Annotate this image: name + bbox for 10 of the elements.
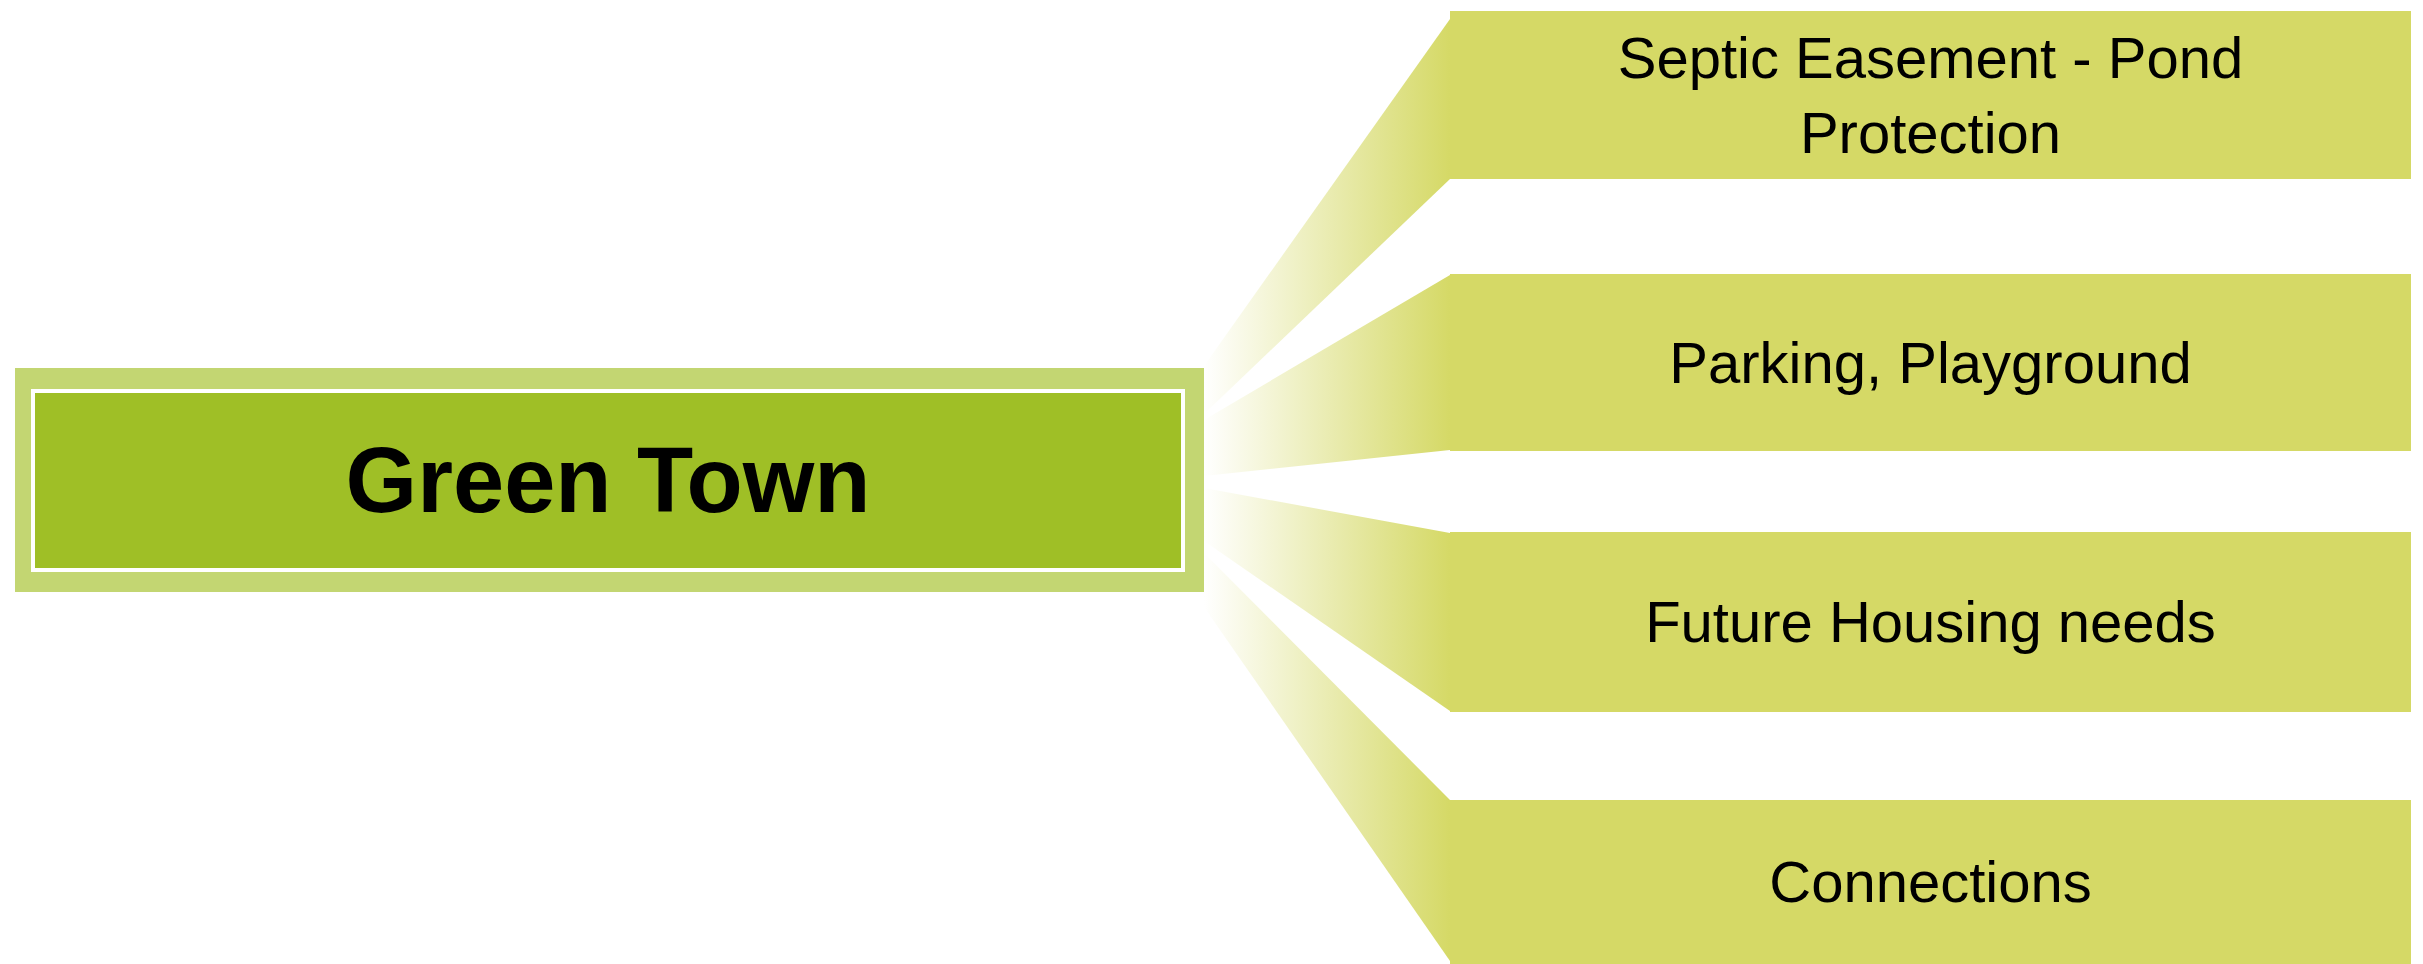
subtopic-text: Connections <box>1769 848 2092 917</box>
main-topic-box <box>15 368 1204 592</box>
subtopic-text: Future Housing needs <box>1645 588 2216 657</box>
subtopic-text: Septic Easement - Pond Protection <box>1616 23 2245 167</box>
subtopic-box <box>1450 274 2411 451</box>
subtopic-box <box>1450 800 2411 964</box>
main-topic-text: Green Town <box>345 428 871 533</box>
subtopic-text: Parking, Playground <box>1669 328 2192 397</box>
subtopic-box <box>1450 11 2411 179</box>
subtopic-box <box>1450 532 2411 712</box>
